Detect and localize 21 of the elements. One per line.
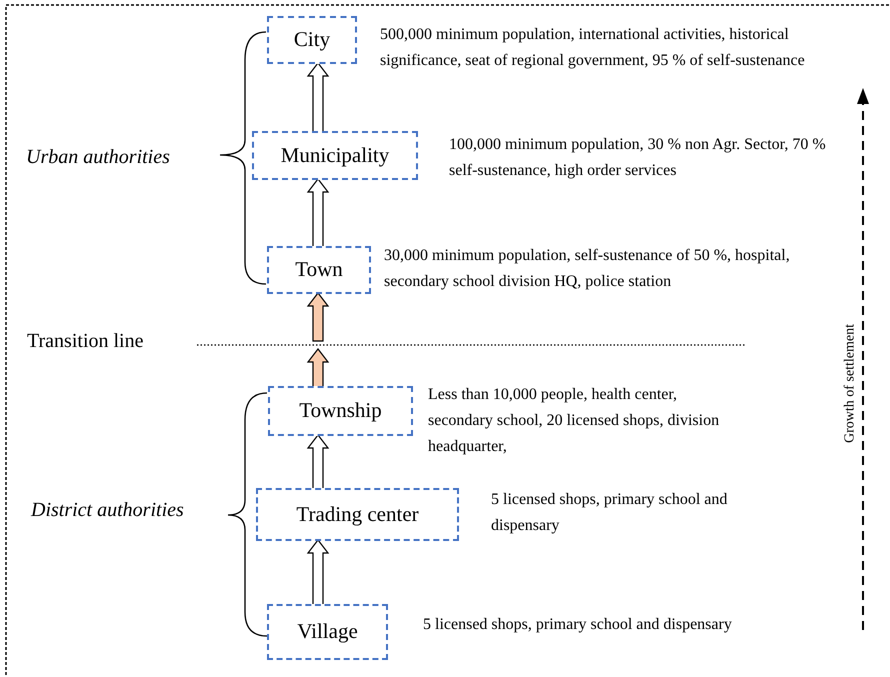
settlement-description: 5 licensed shops, primary school and dispensary (423, 615, 733, 635)
category-label: District authorities (31, 498, 184, 523)
settlement-description: 5 licensed shops, primary school and dispensary (491, 490, 728, 536)
block-arrow (306, 178, 330, 248)
axis-label: Growth of settlement (842, 323, 858, 445)
block-arrow (306, 292, 330, 388)
block-arrow (306, 434, 330, 490)
block-arrow (306, 62, 330, 133)
settlement-description: 30,000 minimum population, self-sustenance of 50 %, hospital, secondary school division HQ, police station (384, 246, 791, 292)
block-arrow (306, 539, 330, 606)
settlement-box: Village (267, 604, 388, 660)
settlement-box: Trading center (256, 488, 459, 541)
settlement-box: City (267, 16, 357, 64)
category-label: Urban authorities (26, 145, 170, 170)
category-label: Transition line (27, 329, 144, 354)
settlement-description: Less than 10,000 people, health center, secondary school, 20 licensed shops, division headquarter, (428, 385, 720, 457)
settlement-box: Town (267, 246, 371, 294)
settlement-description: 500,000 minimum population, international activities, historical significance, seat of regional government, 95 % of self-sustenance (380, 25, 806, 71)
settlement-box: Municipality (252, 131, 418, 180)
settlement-description: 100,000 minimum population, 30 % non Agr. Sector, 70 % self-sustenance, high order services (449, 135, 827, 181)
settlement-box: Township (268, 386, 413, 436)
